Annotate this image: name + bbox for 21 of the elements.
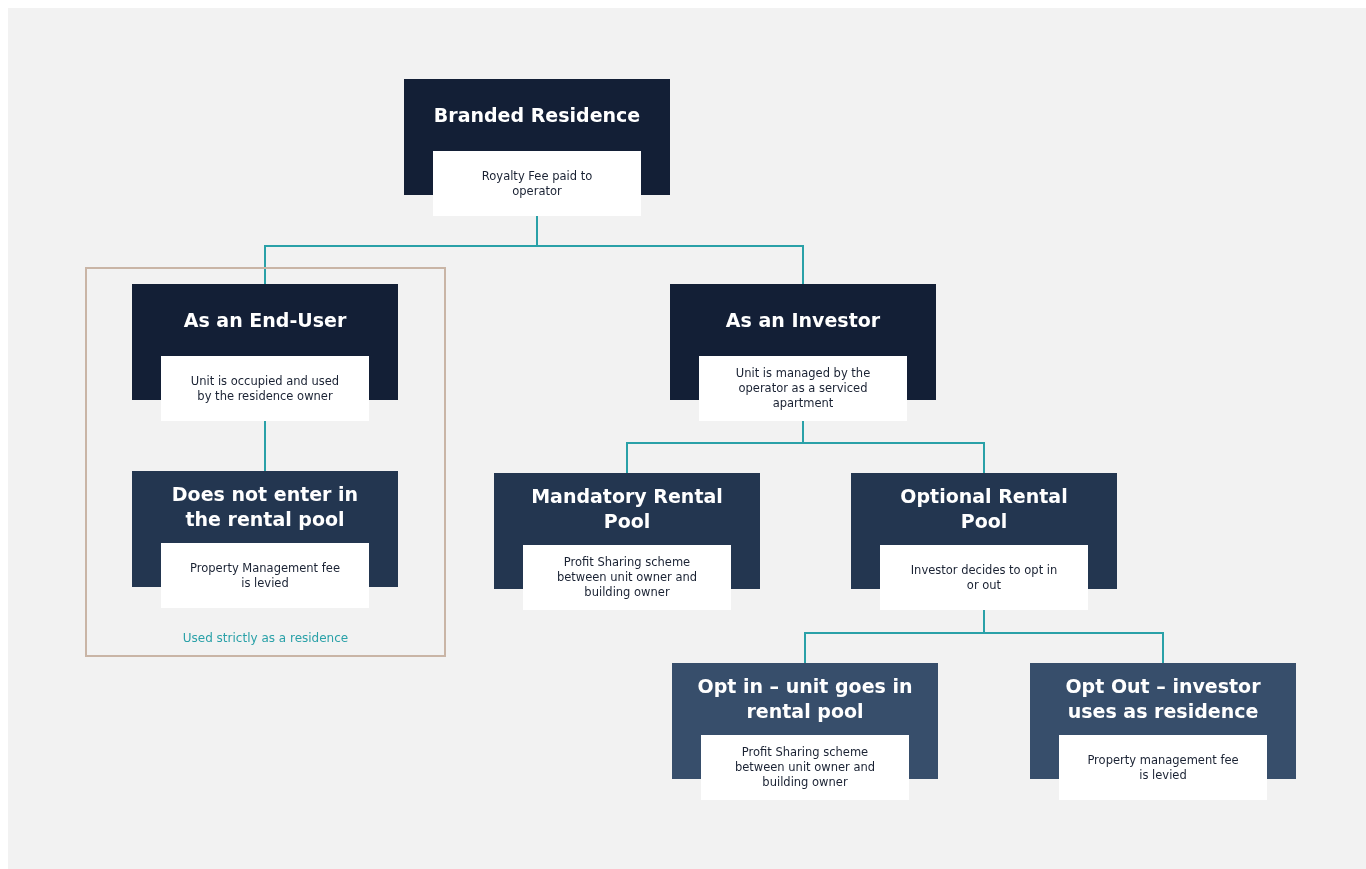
- description-card: Property management fee is levied: [1059, 735, 1267, 800]
- node-title: Opt Out – investor uses as residence: [1064, 674, 1262, 724]
- description-card: Profit Sharing scheme between unit owner and building owner: [523, 545, 731, 610]
- description-card: Royalty Fee paid to operator: [433, 151, 641, 216]
- description-card: Profit Sharing scheme between unit owner and building owner: [701, 735, 909, 800]
- node-title: Optional Rental Pool: [899, 484, 1069, 534]
- node-title: As an Investor: [724, 307, 882, 333]
- group-frame: [85, 267, 446, 657]
- connector-line: [264, 420, 266, 472]
- node-title: Mandatory Rental Pool: [530, 484, 724, 534]
- description-card: Property Management fee is levied: [161, 543, 369, 608]
- connector-line: [802, 420, 985, 474]
- group-label: Used strictly as a residence: [181, 631, 350, 645]
- node-title: Does not enter in the rental pool: [170, 482, 360, 532]
- description-card: Unit is occupied and used by the residence owner: [161, 356, 369, 421]
- description-card: Investor decides to opt in or out: [880, 545, 1088, 610]
- node-title: Opt in – unit goes in rental pool: [696, 674, 914, 724]
- node-title: As an End-User: [182, 307, 348, 333]
- node-title: Branded Residence: [432, 102, 642, 128]
- connector-line: [536, 215, 804, 285]
- description-card: Unit is managed by the operator as a serviced apartment: [699, 356, 907, 421]
